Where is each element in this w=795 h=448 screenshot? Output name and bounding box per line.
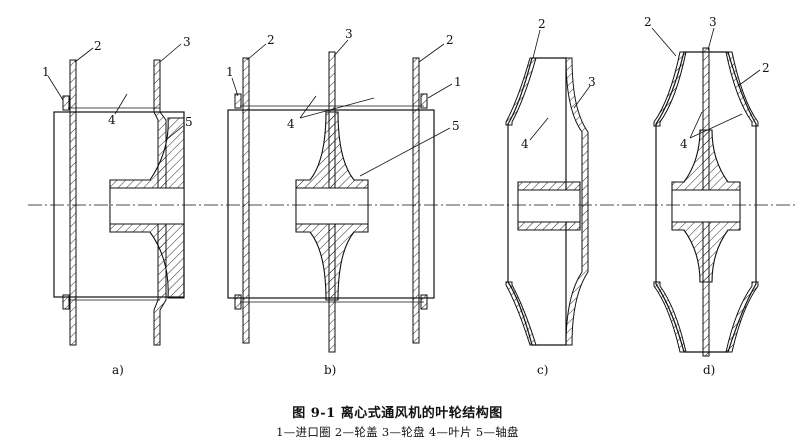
- svg-text:3: 3: [709, 15, 717, 29]
- figure-caption-title: 图 9-1 离心式通风机的叶轮结构图: [292, 406, 503, 421]
- svg-text:2: 2: [94, 39, 102, 53]
- panel-a-cover-plate: [69, 59, 77, 346]
- panel-a-label: a): [112, 363, 124, 377]
- svg-text:2: 2: [644, 15, 652, 29]
- svg-text:4: 4: [108, 113, 116, 127]
- svg-text:5: 5: [185, 115, 193, 129]
- panel-b-impeller: 1 2 3 2 1 4 5: [226, 27, 462, 353]
- panel-b-label: b): [324, 363, 336, 377]
- panel-d-cover-left: [653, 51, 687, 127]
- svg-text:4: 4: [521, 137, 529, 151]
- svg-text:3: 3: [345, 27, 353, 41]
- panel-c-label: c): [537, 363, 548, 377]
- panel-d-label: d): [703, 363, 715, 377]
- panel-a-inlet-ring-lower: [62, 294, 70, 310]
- svg-text:3: 3: [588, 75, 596, 89]
- svg-text:4: 4: [287, 117, 295, 131]
- panel-a-inlet-ring: [62, 95, 70, 111]
- figure-legend: 1—进口圈 2—轮盖 3—轮盘 4—叶片 5—轴盘: [276, 425, 519, 439]
- svg-text:3: 3: [183, 35, 191, 49]
- svg-text:5: 5: [452, 119, 460, 133]
- panel-b-cover-plate-left: [242, 57, 250, 344]
- svg-text:1: 1: [226, 65, 234, 79]
- panel-c-impeller: 2 3 4: [505, 17, 596, 346]
- svg-text:1: 1: [42, 65, 50, 79]
- panel-a-impeller: 1 2 3 4 5: [42, 35, 193, 346]
- panel-c-disc: [565, 57, 589, 346]
- svg-text:2: 2: [762, 61, 770, 75]
- svg-text:4: 4: [680, 137, 688, 151]
- svg-text:2: 2: [538, 17, 546, 31]
- panel-b-cover-plate-right: [412, 57, 420, 344]
- svg-text:2: 2: [446, 33, 454, 47]
- panel-c-cover-plate: [505, 57, 537, 126]
- svg-text:1: 1: [454, 75, 462, 89]
- panel-d-impeller: 2 3 2 4: [644, 15, 770, 357]
- svg-text:2: 2: [267, 33, 275, 47]
